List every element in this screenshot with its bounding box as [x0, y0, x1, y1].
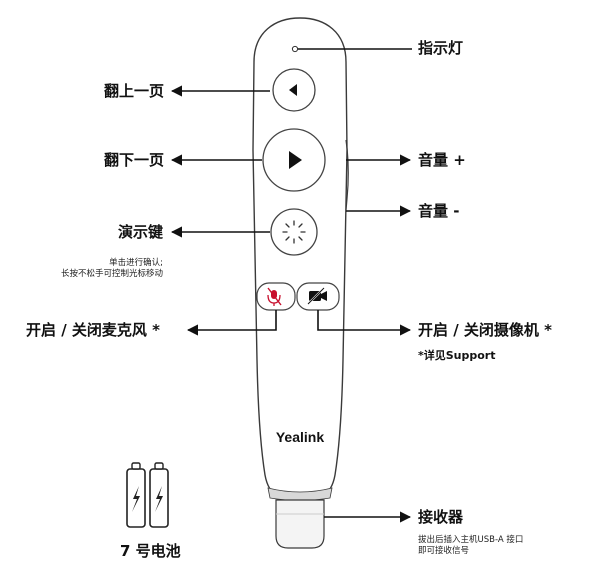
label-mic-toggle: 开启 / 关闭麦克风 * [26, 321, 160, 339]
volume-rocker[interactable] [345, 139, 349, 211]
label-page-down: 翻下一页 [104, 151, 165, 169]
brand-logo: Yealink [276, 429, 324, 445]
indicator-light [291, 45, 299, 53]
receiver-note-plug: 拔出后插入主机USB-A 接口 [418, 535, 524, 545]
camera-leader [317, 310, 412, 336]
label-indicator: 指示灯 [418, 39, 464, 57]
battery-left-bolt-icon [132, 486, 140, 512]
label-presenter-key: 演示键 [118, 223, 164, 241]
support-footnote: *详见Support [418, 349, 496, 362]
label-page-up: 翻上一页 [104, 82, 165, 100]
receiver-note-signal: 即可接收信号 [418, 546, 470, 556]
battery-right-bolt-icon [155, 486, 163, 512]
usb-receiver[interactable] [275, 499, 325, 549]
presenter-button[interactable] [270, 208, 318, 256]
presenter-note-hold: 长按不松手可控制光标移动 [60, 269, 163, 279]
page-up-triangle-icon [289, 84, 297, 96]
label-volume-down: 音量 - [418, 202, 460, 220]
label-battery: 7 号电池 [120, 542, 181, 560]
mic-leader [186, 310, 277, 336]
label-camera-toggle: 开启 / 关闭摄像机 * [418, 321, 552, 339]
label-receiver: 接收器 [418, 508, 464, 526]
label-volume-up: 音量 + [418, 151, 466, 169]
laser-burst-icon [282, 220, 306, 244]
presenter-note-click: 单击进行确认; [109, 258, 163, 268]
page-down-triangle-icon [289, 151, 302, 169]
battery-pair [126, 462, 169, 528]
mic-muted-icon [267, 287, 282, 306]
camera-off-icon [307, 287, 327, 305]
